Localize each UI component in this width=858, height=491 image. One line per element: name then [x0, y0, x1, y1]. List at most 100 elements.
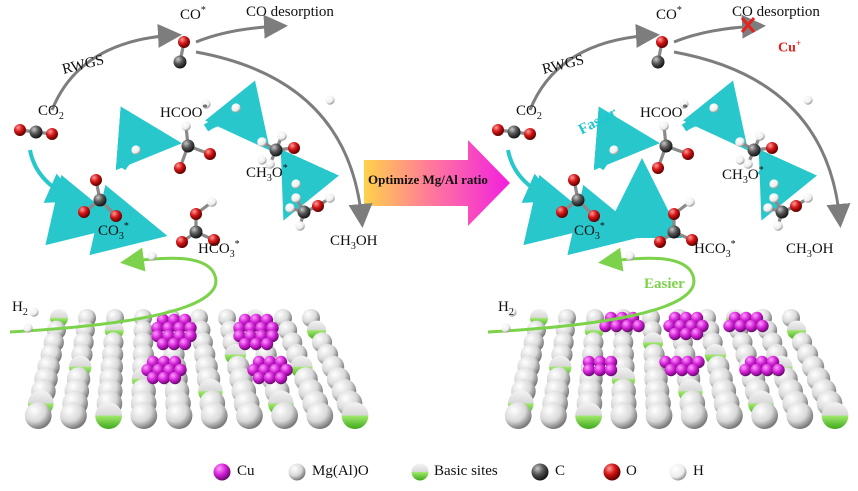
cu-atom-icon: [734, 319, 747, 333]
hydrogen-atom-icon: [659, 121, 669, 131]
carbon-atom-icon: [651, 55, 665, 69]
right-co-desorption-label: CO desorption: [732, 4, 820, 20]
oxygen-atom-icon: [654, 236, 666, 248]
oxygen-atom-icon: [288, 142, 300, 154]
adsorption-arrow: [28, 149, 80, 203]
right-hcoo-label: HCOO*: [640, 103, 688, 121]
cu-atom-icon: [739, 363, 752, 377]
hydrogen-atom-icon: [609, 145, 619, 155]
oxygen-atom-icon: [176, 236, 188, 248]
mgalo-atom-icon: [306, 402, 334, 429]
hydrogen-atom-icon: [685, 197, 695, 207]
cu-atom-icon: [168, 371, 182, 385]
oxygen-atom-icon: [668, 208, 680, 220]
ch3oh-molecule: [763, 193, 813, 231]
hydrogen-atom-icon: [257, 137, 267, 147]
right-ch3oh-label: CH3OH: [786, 241, 834, 260]
cu-atom-icon: [274, 371, 288, 385]
hydrogen-atom-icon: [507, 307, 517, 317]
oxygen-atom-icon: [603, 463, 621, 481]
carbon-atom-icon: [93, 193, 107, 207]
hydrogen-atom-icon: [769, 193, 779, 203]
hydrogen-atom-icon: [29, 307, 39, 317]
mgalo-atom-icon: [288, 463, 306, 481]
cu-atom-icon: [263, 371, 277, 385]
legend-cu-label: Cu: [237, 463, 255, 479]
cu-atom-icon: [750, 363, 763, 377]
co-adsorbed-molecule: [173, 36, 190, 69]
right-ch3o-label: CH3O*: [722, 165, 764, 186]
oxygen-atom-icon: [686, 234, 698, 246]
basic-site-atom-icon: [341, 402, 369, 429]
cu-atom-icon: [632, 319, 645, 333]
cu-atom-icon: [146, 371, 160, 385]
left-ch3oh-label: CH3OH: [330, 233, 378, 252]
co-desorption-arrow: [673, 14, 766, 44]
mgalo-atom-icon: [504, 402, 532, 429]
co-to-methanol-arrow: [195, 50, 373, 228]
cu-atom-icon: [745, 319, 758, 333]
cu-atom-icon: [238, 337, 252, 351]
co3-to-hcoo-arrow: [593, 106, 660, 171]
carbon-atom-icon: [507, 125, 521, 139]
mgalo-atom-icon: [645, 402, 673, 429]
hydrogen-atom-icon: [325, 193, 335, 203]
mgalo-atom-icon: [786, 402, 814, 429]
mgalo-atom-icon: [236, 402, 263, 429]
carbon-atom-icon: [29, 125, 43, 139]
cu-atom-icon: [723, 319, 736, 333]
co-adsorbed-molecule: [651, 36, 668, 69]
hcoo-to-ch3o-arrow: [203, 80, 271, 151]
hco3-molecule: [654, 197, 698, 248]
co-desorption-arrow: [195, 14, 288, 44]
cu-atom-icon: [157, 371, 171, 385]
hydrogen-atom-icon: [679, 99, 689, 109]
basic-site-atom-icon: [411, 463, 429, 481]
carbon-atom-icon: [531, 463, 549, 481]
cu-atom-icon: [260, 337, 274, 351]
cu-atom-icon: [772, 363, 785, 377]
optimize-arrow: [364, 140, 510, 226]
basic-site-atom-icon: [95, 402, 122, 429]
cu-atom-icon: [668, 327, 682, 341]
cu-atom-icon: [167, 337, 181, 351]
cu-atom-icon: [582, 363, 596, 377]
cu-atom-icon: [604, 363, 618, 377]
mgalo-atom-icon: [680, 402, 708, 429]
oxygen-atom-icon: [190, 208, 202, 220]
legend-o-label: O: [626, 463, 637, 479]
hydrogen-atom-icon: [743, 159, 753, 169]
h2-spillover-arrow: [9, 247, 218, 334]
ch3o-molecule: [257, 131, 300, 169]
mgalo-atom-icon: [716, 402, 743, 429]
carbon-atom-icon: [667, 225, 681, 239]
cu-atom-icon: [252, 371, 266, 385]
cu-atom-icon: [761, 363, 774, 377]
hydrogen-atom-icon: [131, 145, 141, 155]
h2-spillover-arrow: [487, 247, 696, 334]
carbon-atom-icon: [297, 205, 311, 219]
oxygen-atom-icon: [110, 210, 122, 222]
oxygen-atom-icon: [682, 148, 694, 160]
cu-atom-icon: [249, 337, 263, 351]
carbon-atom-icon: [747, 143, 761, 157]
hcoo-molecule: [652, 121, 694, 174]
mgalo-atom-icon: [60, 402, 87, 429]
cu-atom-icon: [664, 363, 678, 377]
cu-atom-icon: [690, 327, 704, 341]
hydrogen-atom-icon: [709, 103, 719, 113]
oxygen-atom-icon: [524, 128, 536, 140]
left-hco3-label: HCO3*: [198, 239, 240, 260]
carbon-atom-icon: [181, 139, 195, 153]
hydrogen-atom-icon: [231, 103, 241, 113]
oxygen-atom-icon: [766, 142, 778, 154]
oxygen-atom-icon: [656, 36, 668, 48]
rwgs-arrow: [50, 23, 182, 111]
carbon-atom-icon: [659, 139, 673, 153]
hydrogen-atom-icon: [181, 121, 191, 131]
oxygen-atom-icon: [588, 210, 600, 222]
oxygen-atom-icon: [568, 174, 580, 186]
oxygen-atom-icon: [90, 174, 102, 186]
right-h2-label: H2: [498, 299, 514, 318]
hydrogen-atom-icon: [265, 159, 275, 169]
